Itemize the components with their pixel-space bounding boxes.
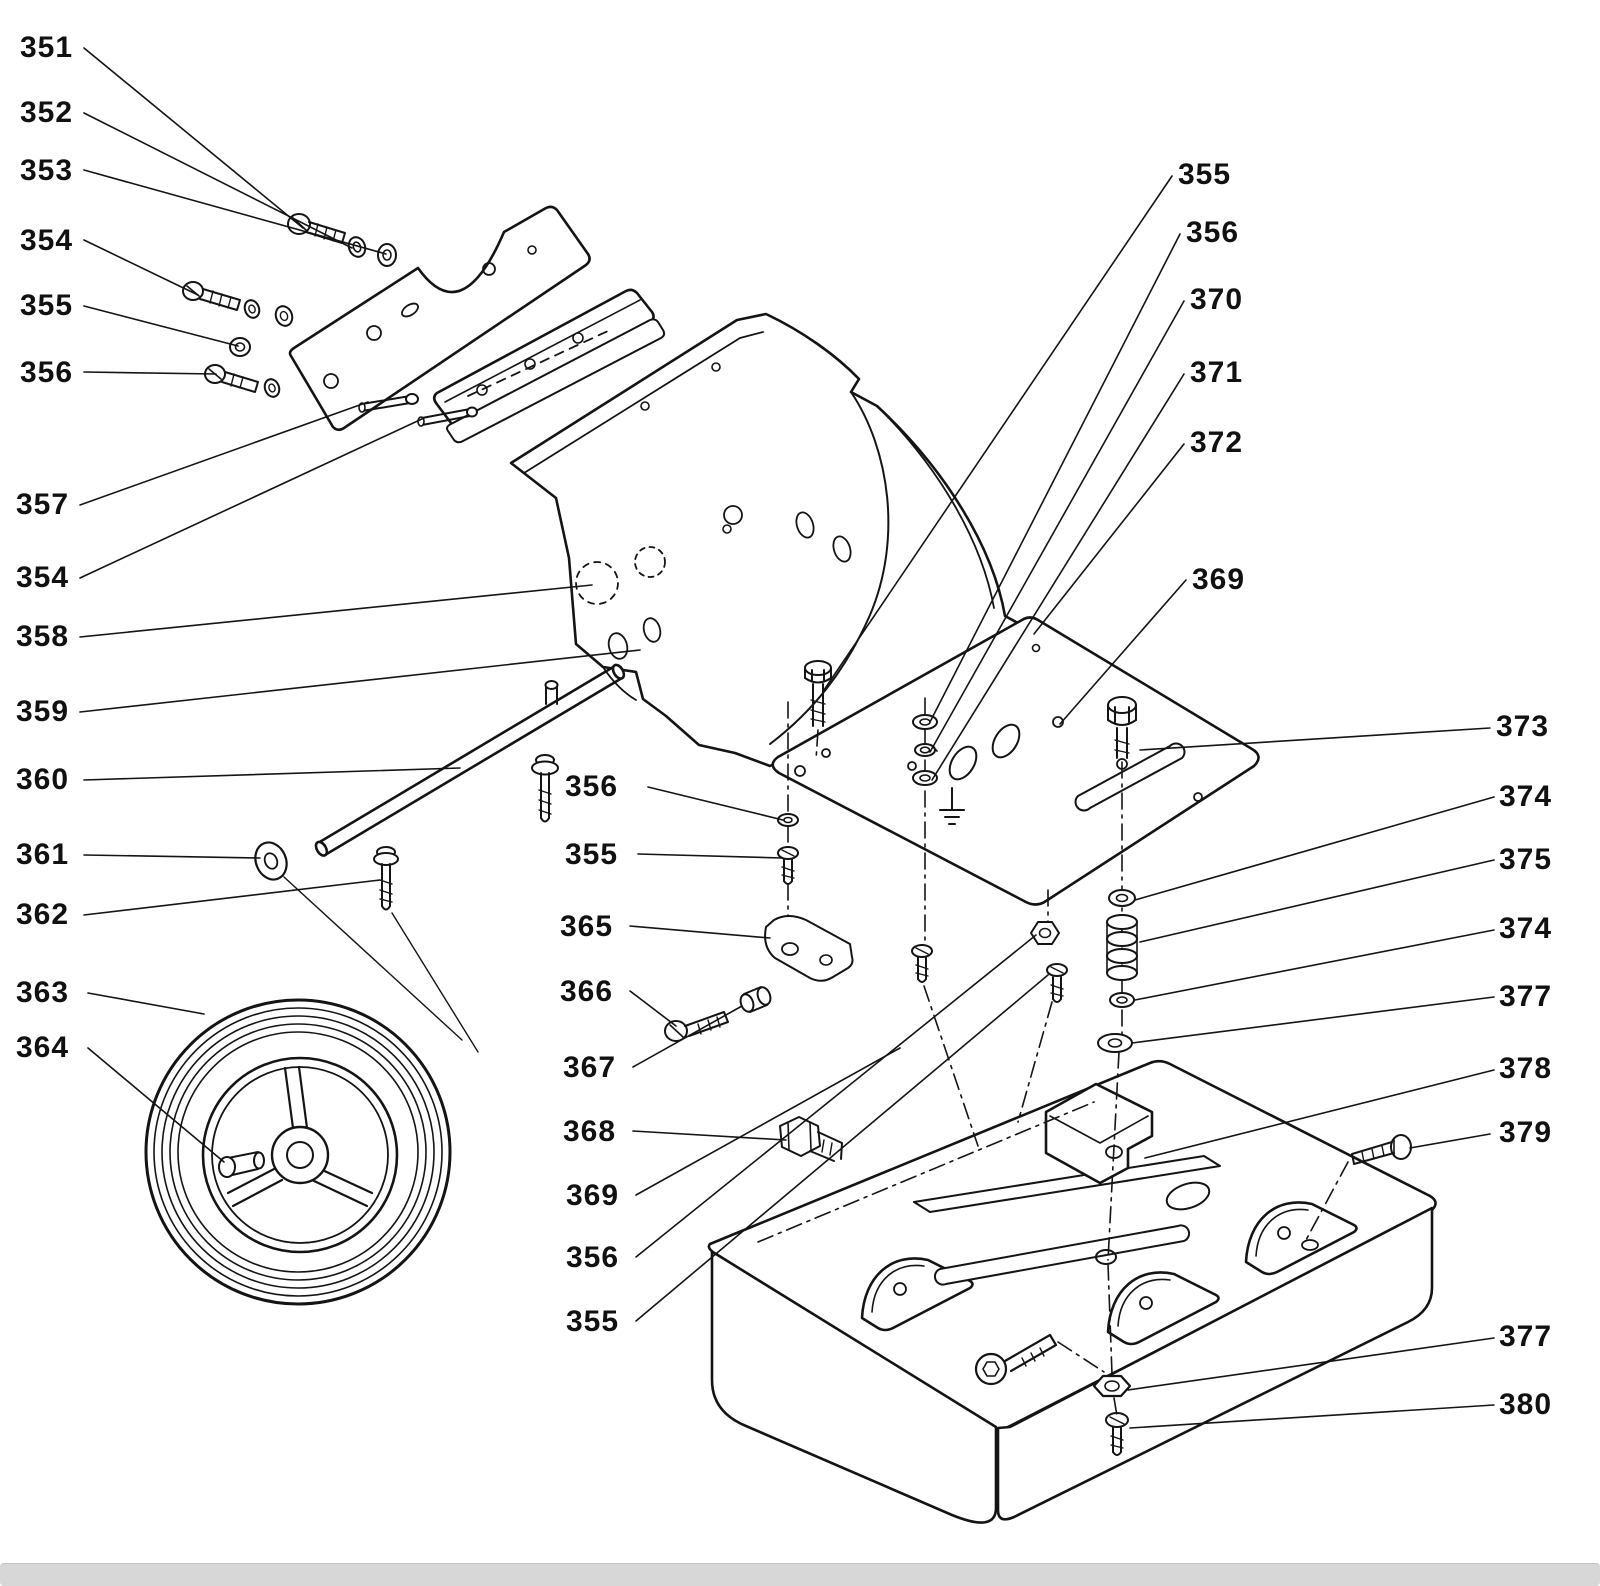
washer-353b — [243, 299, 261, 319]
screw-356 — [204, 364, 259, 393]
center-fasteners — [664, 660, 1068, 1162]
nut-377b — [1092, 1374, 1132, 1398]
lockwasher-370 — [914, 743, 938, 757]
hex-fitting-368 — [779, 1116, 843, 1162]
flat-washer-377a — [1097, 1033, 1133, 1053]
axle-assembly — [254, 663, 626, 1053]
ground-symbol — [939, 787, 965, 825]
bracket-fasteners — [182, 213, 478, 427]
bolt-379 — [1351, 1134, 1412, 1165]
nut-356-right — [1030, 921, 1060, 945]
screw-355-right — [1046, 963, 1068, 1003]
mount-hump-c — [1244, 1201, 1358, 1276]
axis-construction-line-1 — [283, 876, 463, 1041]
washer-371 — [912, 770, 938, 786]
socket-head-bolt — [974, 1333, 1058, 1386]
axle-rod-360 — [314, 663, 626, 857]
washer-352 — [347, 236, 367, 258]
mount-hump-b — [1106, 1271, 1220, 1346]
axle-bolt-364 — [218, 1151, 265, 1178]
washer-361 — [254, 841, 288, 881]
leader-lines — [79, 47, 1495, 1429]
base-oval-hole — [1165, 1181, 1211, 1211]
engine-deck-plate — [771, 616, 1260, 906]
base-casting — [707, 1059, 1437, 1524]
hex-bolt-355-top — [804, 660, 832, 727]
washer-353c — [274, 305, 294, 327]
strap-378 — [1044, 1082, 1154, 1185]
bolt-362 — [373, 846, 399, 911]
spring-375 — [1106, 914, 1138, 981]
centerlines — [757, 697, 1349, 1417]
screw-366 — [664, 1011, 729, 1042]
main-housing — [509, 312, 1033, 768]
wheel-hub — [270, 1125, 330, 1185]
washer-374a — [1108, 889, 1136, 907]
washer-356b — [263, 378, 281, 398]
horizontal-scrollbar[interactable] — [0, 1563, 1600, 1586]
nut-353 — [377, 243, 397, 267]
base-center-hole — [1095, 1249, 1117, 1265]
base-corner-hole — [1301, 1239, 1319, 1251]
screw-354 — [182, 281, 241, 311]
wheel-363 — [144, 998, 452, 1306]
wheel-spokes — [226, 1065, 374, 1208]
pin-357 — [358, 393, 419, 413]
screw-center-lower — [911, 944, 933, 983]
axis-construction-line-2 — [391, 912, 479, 1053]
spacer-367 — [739, 986, 772, 1013]
long-slot — [933, 1224, 1191, 1286]
bracket-plate-assembly — [288, 205, 666, 444]
washer-356-left — [777, 813, 799, 827]
bracket-365 — [764, 915, 854, 982]
hex-bolt-373 — [1107, 696, 1137, 759]
nut-355 — [229, 337, 251, 357]
carriage-bolt-a — [531, 754, 559, 823]
screw-355-left — [777, 846, 799, 885]
right-fastener-stack — [1097, 696, 1138, 1053]
stud-on-axle — [544, 680, 559, 705]
washer-374b — [1109, 992, 1135, 1008]
